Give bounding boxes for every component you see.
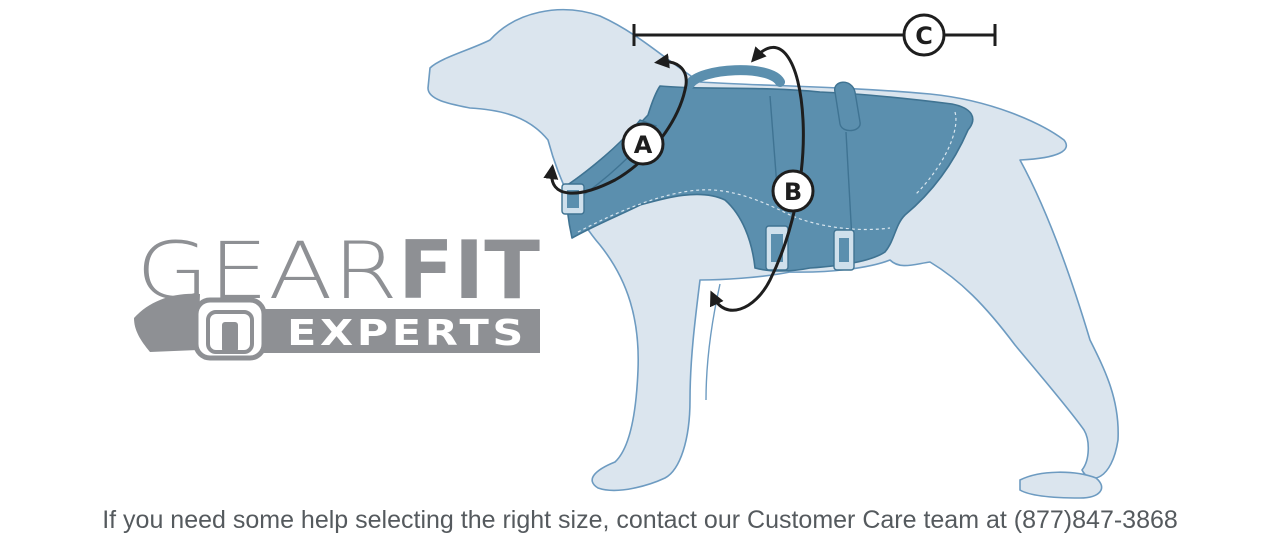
vest-rear-loop [834,81,861,132]
dog-hind-paw [1019,471,1103,499]
marker-b: B [771,169,815,213]
marker-c: C [902,13,946,57]
marker-c-label: C [915,22,933,50]
marker-a-label: A [634,131,653,159]
vest-stitching-rear [914,111,957,196]
logo-experts-banner [262,309,540,353]
harness-buckle-icon [193,297,267,361]
customer-care-note: If you need some help selecting the righ… [102,506,1178,534]
marker-b-label: B [784,178,802,206]
vest-panel-line-2 [845,131,853,241]
logo-word-fit: FIT [398,224,540,317]
logo-swoosh [134,293,200,352]
neck-buckle [561,183,585,215]
logo-word-experts: EXPERTS [287,313,527,354]
marker-a: A [621,122,665,166]
gear-fit-experts-logo: GEAR FIT EXPERTS [134,224,540,361]
belly-buckle-rear [833,229,855,271]
